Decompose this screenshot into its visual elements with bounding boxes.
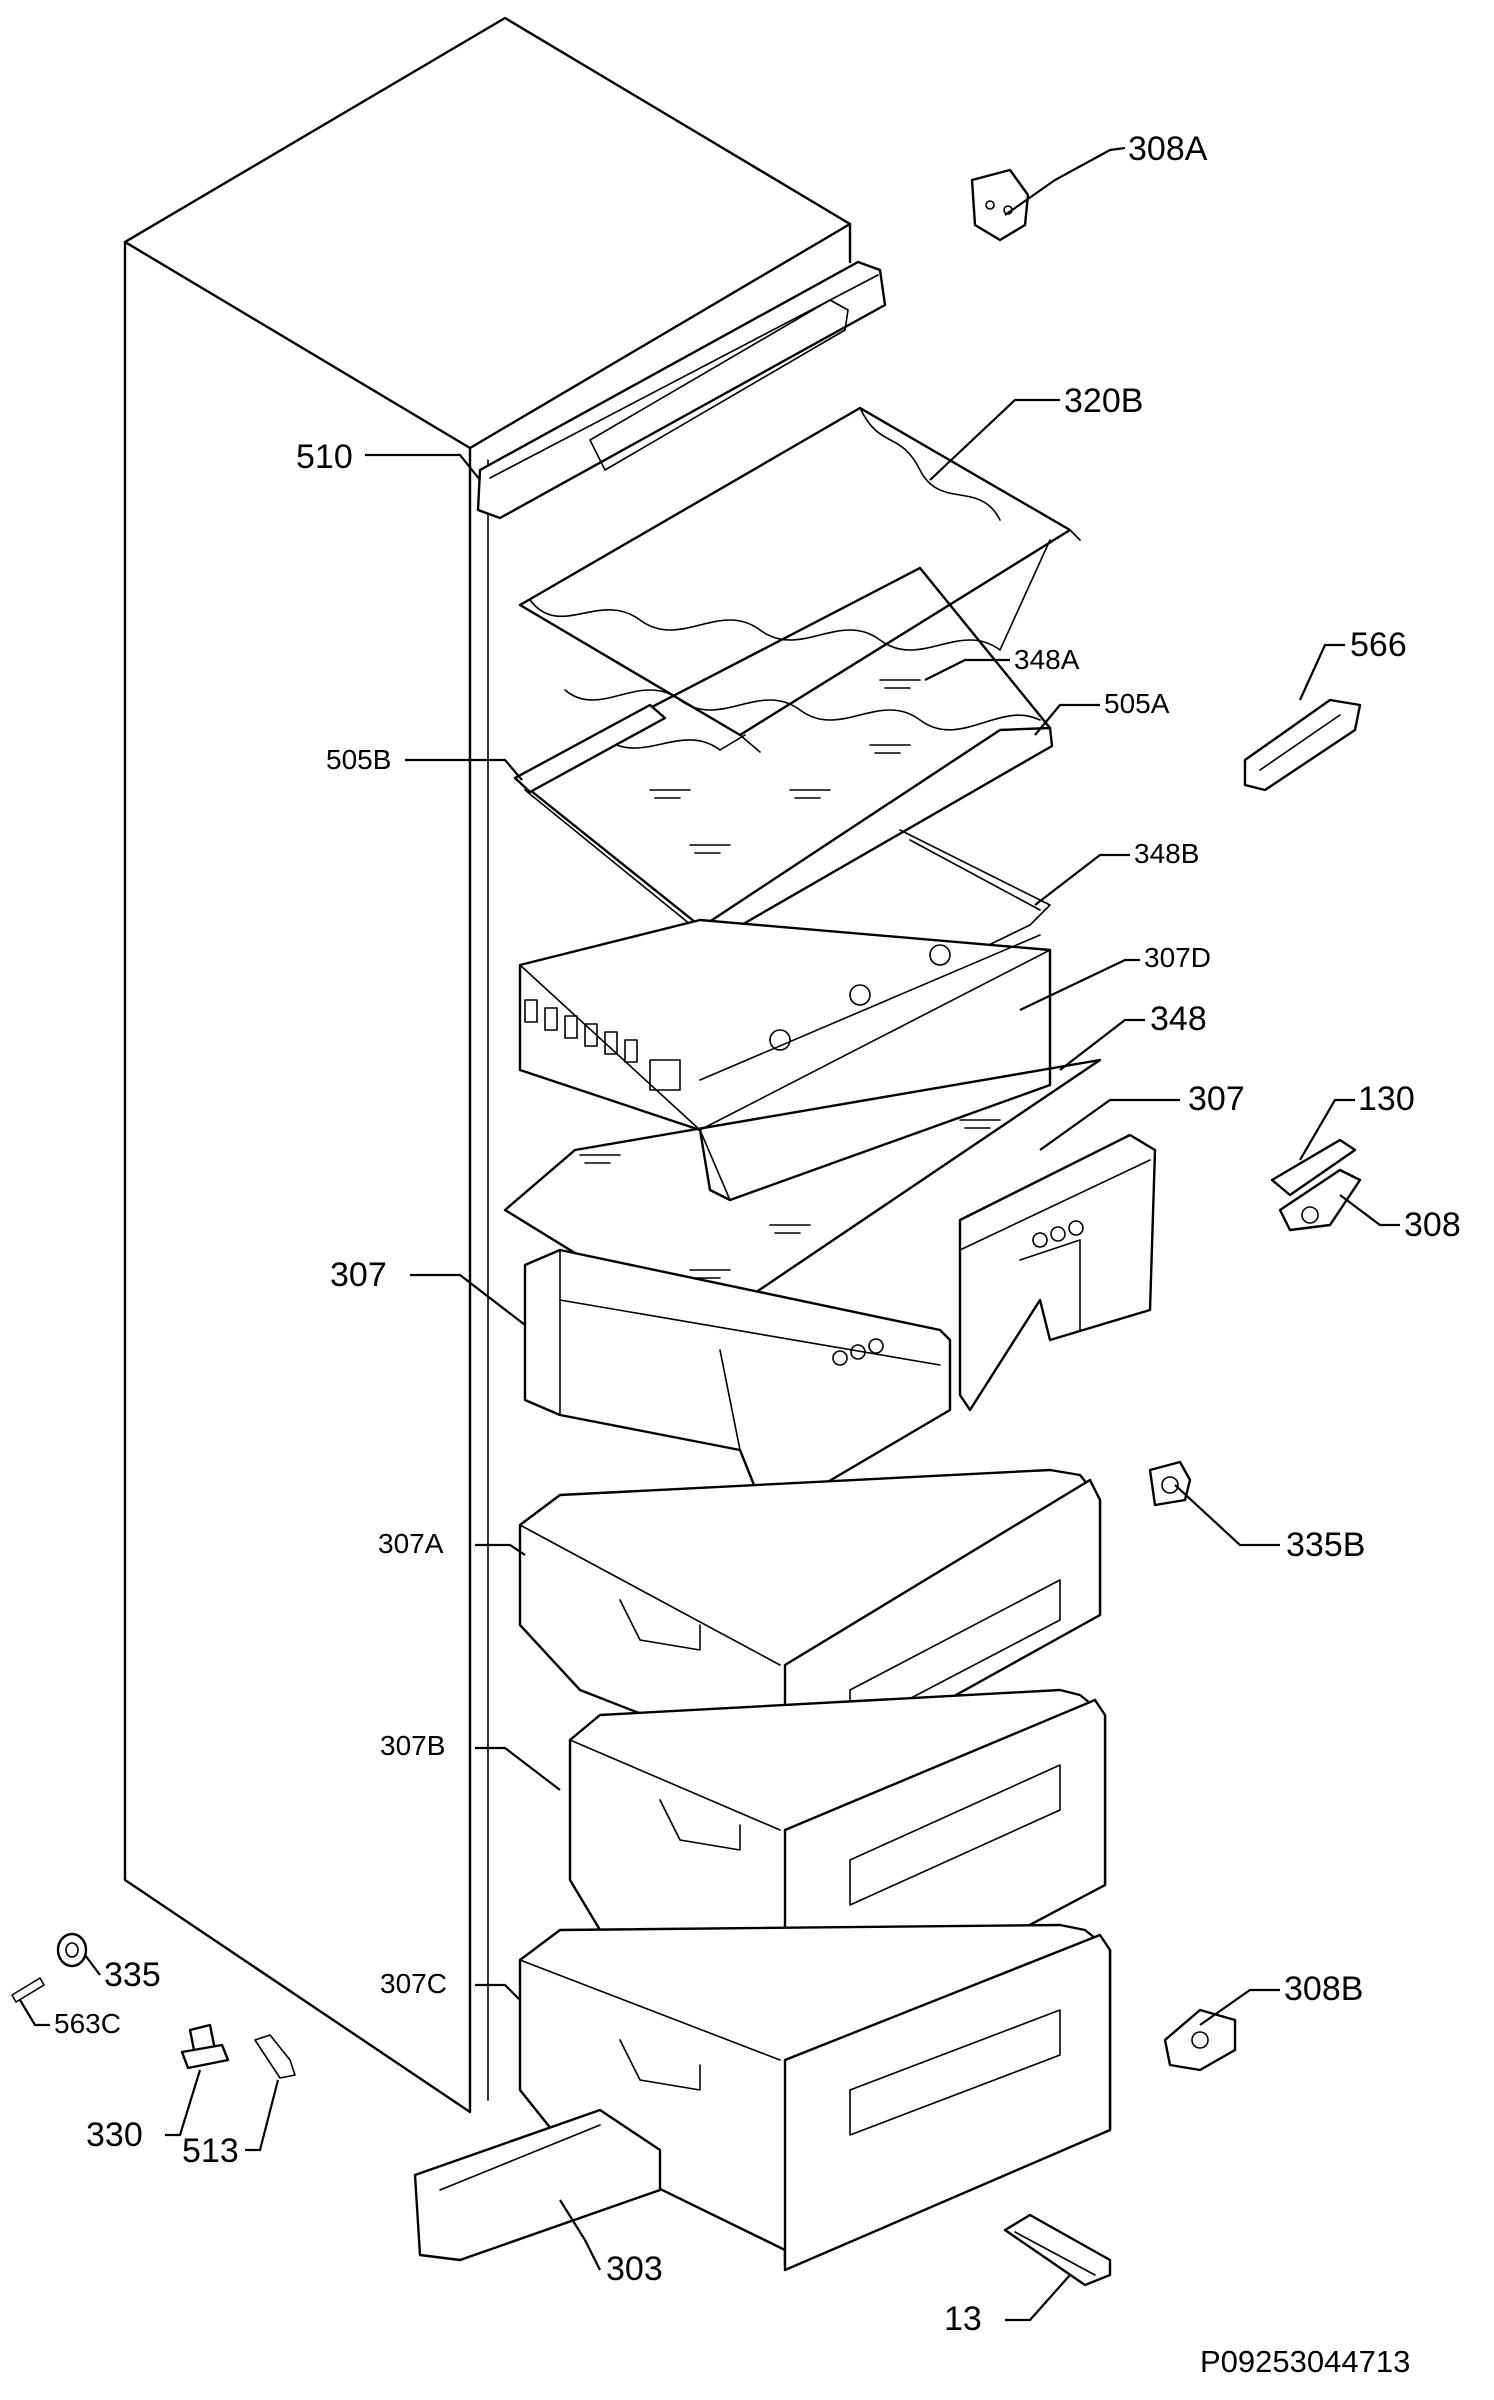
- callout-307-left: 307: [330, 1256, 387, 1294]
- callout-348: 348: [1150, 1000, 1207, 1038]
- callout-308B: 308B: [1284, 1970, 1364, 2008]
- hinge-308: [1278, 1168, 1362, 1232]
- part-13: [1003, 2213, 1112, 2287]
- callout-307A: 307A: [378, 1528, 444, 1559]
- callout-307-right: 307: [1188, 1080, 1245, 1118]
- callout-510: 510: [296, 438, 353, 476]
- drawing-code: P09253044713: [1200, 2344, 1411, 2379]
- bracket-566: [1243, 698, 1362, 792]
- callout-348A: 348A: [1014, 644, 1080, 675]
- crisper-307-left: [523, 1248, 952, 1512]
- hinge-308B: [1163, 2008, 1237, 2072]
- glass-shelf-348A: [513, 566, 1054, 944]
- callout-513: 513: [182, 2132, 239, 2170]
- cabinet-body: [123, 16, 852, 2114]
- crisper-307-right: [958, 1133, 1157, 1412]
- pin-563C: [11, 1977, 45, 2003]
- crisper-307D: [518, 918, 1052, 1202]
- part-335B: [1148, 1460, 1192, 1507]
- callout-330: 330: [86, 2116, 143, 2154]
- hinge-130: [1270, 1138, 1357, 1197]
- wine-rack-320B: [518, 406, 1081, 753]
- kick-plate-303: [413, 2108, 662, 2262]
- leader-lines: [19, 146, 1400, 2322]
- part-335: [56, 1932, 88, 1968]
- callout-130: 130: [1358, 1080, 1415, 1118]
- callout-307D: 307D: [1144, 942, 1211, 973]
- callout-348B: 348B: [1134, 838, 1200, 869]
- callout-303: 303: [606, 2250, 663, 2288]
- callout-320B: 320B: [1064, 382, 1144, 420]
- callout-335B: 335B: [1286, 1526, 1366, 1564]
- callout-566: 566: [1350, 626, 1407, 664]
- clip-513: [254, 2034, 296, 2079]
- callout-335: 335: [104, 1956, 161, 1994]
- callout-505A: 505A: [1104, 688, 1170, 719]
- callout-308A: 308A: [1128, 130, 1208, 168]
- control-panel-510: [476, 260, 887, 520]
- callout-13: 13: [944, 2300, 982, 2338]
- callout-505B: 505B: [326, 744, 392, 775]
- callout-308: 308: [1404, 1206, 1461, 1244]
- adjustable-foot-330: [180, 2023, 230, 2070]
- callout-307B: 307B: [380, 1730, 446, 1761]
- freezer-drawer-307C: [518, 1923, 1112, 2272]
- callout-563C: 563C: [54, 2008, 121, 2039]
- callout-307C: 307C: [380, 1968, 447, 1999]
